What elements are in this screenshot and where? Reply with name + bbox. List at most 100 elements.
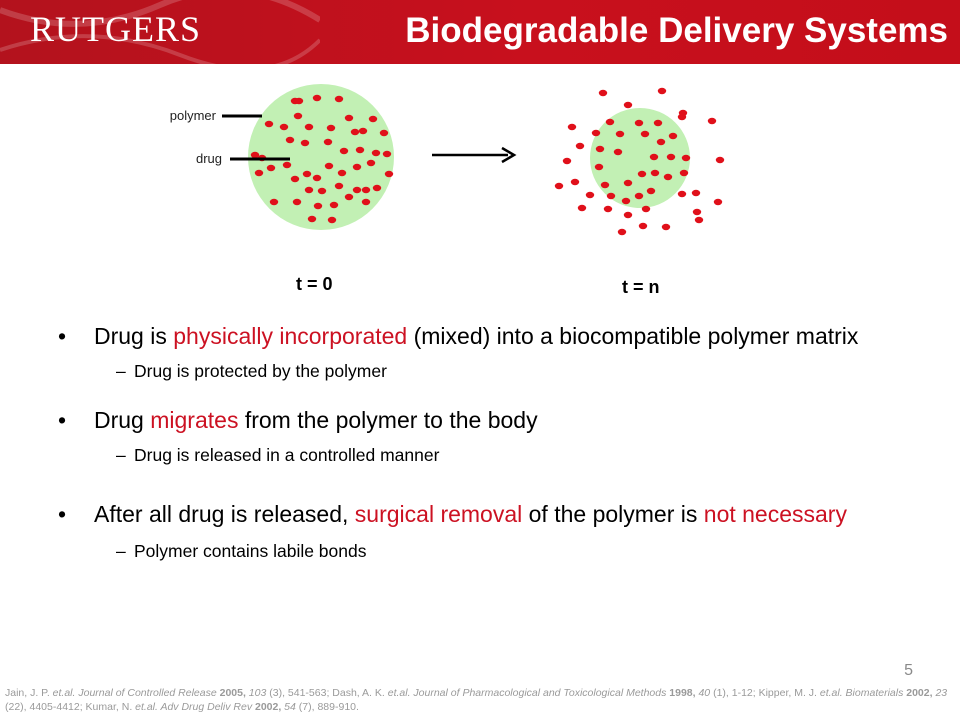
drug-particle xyxy=(679,169,689,177)
drug-particle xyxy=(307,215,317,223)
drug-particle xyxy=(656,138,666,146)
drug-particle xyxy=(666,153,676,161)
drug-particle xyxy=(715,156,725,164)
drug-particle xyxy=(637,170,647,178)
drug-particle xyxy=(598,89,608,97)
drug-particle xyxy=(323,138,333,146)
drug-particle xyxy=(677,190,687,198)
bullet-dot: • xyxy=(58,501,67,527)
sub-bullet-controlled: –Drug is released in a controlled manner xyxy=(116,445,440,465)
drug-particles-initial xyxy=(250,94,394,224)
drug-particle xyxy=(250,151,260,159)
drug-particle xyxy=(269,198,279,206)
drug-particle xyxy=(282,161,292,169)
drug-particle xyxy=(594,163,604,171)
drug-particle xyxy=(304,186,314,194)
drug-particle xyxy=(691,189,701,197)
drug-particle xyxy=(352,186,362,194)
time-end-label: t = n xyxy=(622,277,660,297)
drug-particle xyxy=(266,164,276,172)
drug-particle xyxy=(366,159,376,167)
drug-particle xyxy=(677,113,687,121)
highlight-term: migrates xyxy=(150,407,239,433)
drug-particle xyxy=(293,112,303,120)
drug-particle xyxy=(575,142,585,150)
drug-particle xyxy=(300,139,310,147)
drug-particle xyxy=(570,178,580,186)
drug-particle xyxy=(646,187,656,195)
drug-particle xyxy=(334,182,344,190)
drug-particle xyxy=(361,186,371,194)
polymer-sphere-initial xyxy=(248,84,394,230)
drug-particle xyxy=(713,198,723,206)
drug-particle xyxy=(623,179,633,187)
drug-particle xyxy=(312,174,322,182)
drug-particle xyxy=(663,173,673,181)
drug-particle xyxy=(317,187,327,195)
drug-particle xyxy=(361,198,371,206)
arrow-right-icon xyxy=(432,146,517,164)
bullet-dot: • xyxy=(58,407,67,433)
drug-particle xyxy=(327,216,337,224)
drug-particle xyxy=(615,130,625,138)
drug-particle xyxy=(337,169,347,177)
drug-particle xyxy=(279,123,289,131)
sub-bullet-labile: –Polymer contains labile bonds xyxy=(116,541,367,561)
drug-particle xyxy=(290,175,300,183)
rutgers-logo: RUTGERS xyxy=(30,9,202,49)
header-banner: RUTGERS Biodegradable Delivery Systems xyxy=(0,0,960,64)
drug-particle xyxy=(661,223,671,231)
drug-particle xyxy=(585,191,595,199)
drug-particle xyxy=(694,216,704,224)
drug-particle xyxy=(264,120,274,128)
bullet-removal: • After all drug is released, surgical r… xyxy=(58,498,898,530)
drug-particle xyxy=(379,129,389,137)
drug-particle xyxy=(605,118,615,126)
highlight-term: physically incorporated xyxy=(173,323,408,349)
polymer-sphere-degraded xyxy=(590,108,690,208)
bullet-list: • Drug is physically incorporated (mixed… xyxy=(58,322,898,562)
drug-particle xyxy=(302,170,312,178)
drug-particle xyxy=(358,127,368,135)
time-start-label: t = 0 xyxy=(296,274,333,294)
drug-particle xyxy=(640,130,650,138)
drug-particle xyxy=(641,205,651,213)
drug-particle xyxy=(254,169,264,177)
drug-particles-released xyxy=(554,87,725,236)
bullet-incorporation: • Drug is physically incorporated (mixed… xyxy=(58,323,859,349)
drug-particle xyxy=(312,94,322,102)
drug-particle xyxy=(344,114,354,122)
drug-particle xyxy=(707,117,717,125)
drug-particle xyxy=(623,211,633,219)
drug-particle xyxy=(668,132,678,140)
drug-particle xyxy=(371,149,381,157)
drug-particle xyxy=(634,119,644,127)
drug-particle xyxy=(634,192,644,200)
drug-particle xyxy=(638,222,648,230)
drug-particle xyxy=(324,162,334,170)
drug-particle xyxy=(352,163,362,171)
page-number: 5 xyxy=(904,662,913,679)
drug-particle xyxy=(591,129,601,137)
highlight-term: not necessary xyxy=(703,501,847,527)
drug-particle xyxy=(649,153,659,161)
drug-particle xyxy=(623,101,633,109)
drug-particle xyxy=(368,115,378,123)
bullet-migration: • Drug migrates from the polymer to the … xyxy=(58,407,538,433)
drug-particle xyxy=(577,204,587,212)
drug-particle xyxy=(621,197,631,205)
highlight-term: surgical removal xyxy=(354,501,523,527)
background-pattern xyxy=(0,0,320,64)
drug-particle xyxy=(567,123,577,131)
drug-particle xyxy=(384,170,394,178)
drug-particle xyxy=(554,182,564,190)
drug-particle xyxy=(350,128,360,136)
drug-particle xyxy=(562,157,572,165)
drug-particle xyxy=(650,169,660,177)
drug-particle xyxy=(326,124,336,132)
drug-particle xyxy=(344,193,354,201)
drug-particle xyxy=(292,198,302,206)
drug-particle xyxy=(334,95,344,103)
drug-particle xyxy=(692,208,702,216)
drug-particle xyxy=(329,201,339,209)
